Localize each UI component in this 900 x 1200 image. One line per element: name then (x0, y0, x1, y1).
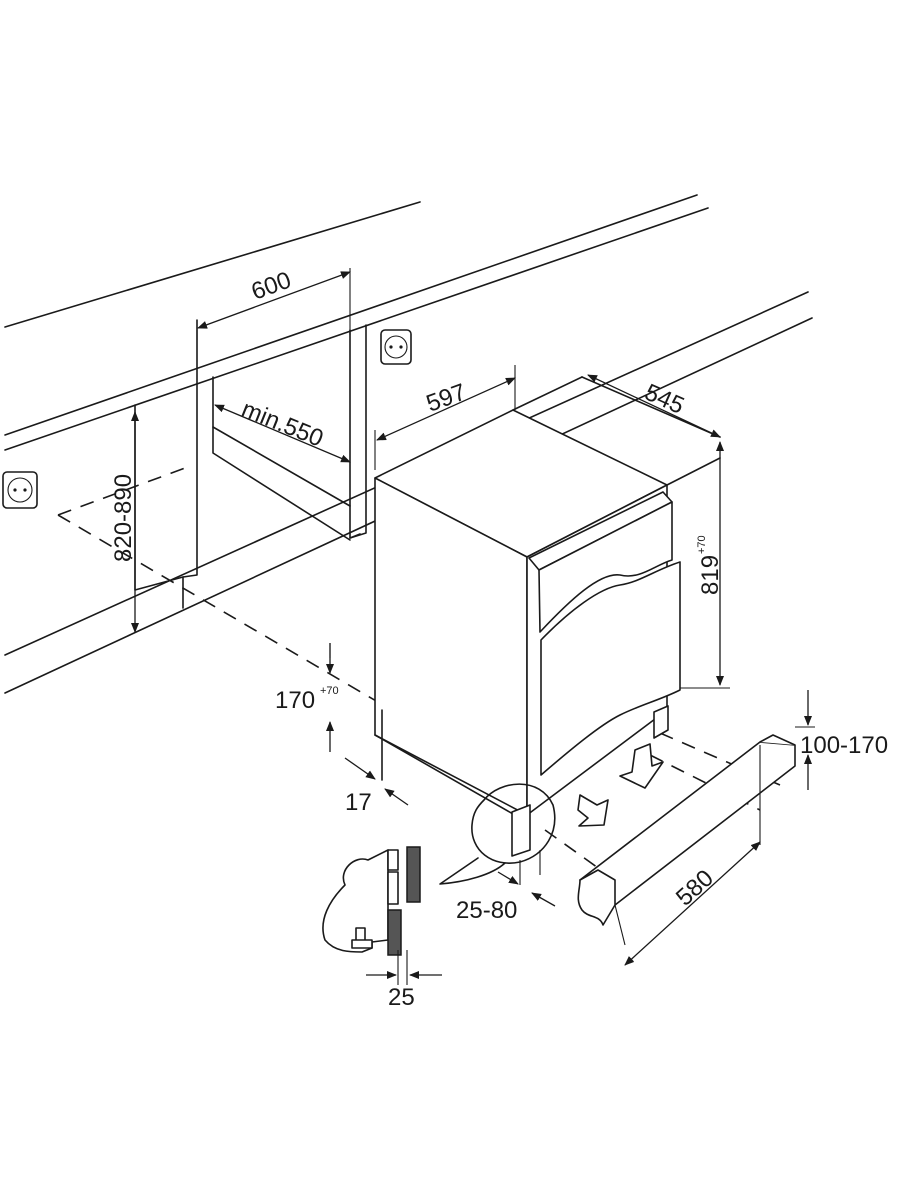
airflow-arrow-icon (619, 743, 664, 789)
label-appliance-height-tol: +70 (696, 535, 708, 554)
dim-line-545 (587, 374, 721, 438)
label-appliance-width: 597 (423, 379, 470, 418)
dim-line-580 (624, 841, 761, 966)
label-door-thickness: 25 (388, 984, 415, 1011)
dim-line-25-80 (497, 850, 556, 907)
label-plinth-length: 580 (671, 865, 719, 912)
label-cabinet-width: 600 (248, 267, 295, 306)
socket-icon (380, 329, 412, 365)
appliance-door (528, 491, 681, 776)
label-min-depth: min.550 (238, 396, 327, 453)
label-appliance-height: 819 (697, 555, 724, 595)
dim-line-17 (344, 757, 409, 806)
label-worktop-height: 820-890 (110, 474, 137, 562)
plinth (577, 734, 796, 946)
worktop (4, 194, 709, 451)
label-plinth-recess: 25-80 (456, 897, 517, 924)
dim-line-min550 (214, 404, 351, 463)
dim-line-819 (680, 441, 730, 689)
dim-line-100-170 (795, 690, 815, 790)
door-mount-detail (322, 846, 421, 985)
label-plinth-range: 100-170 (800, 732, 888, 759)
dim-line-600 (196, 268, 351, 340)
label-side-gap: 17 (345, 789, 372, 816)
dim-line-597 (374, 365, 516, 470)
label-plinth-height-tol: +70 (320, 685, 339, 697)
right-cabinet (349, 324, 367, 539)
socket-icon (2, 471, 38, 509)
label-plinth-height: 170 (275, 687, 315, 714)
label-appliance-depth: 545 (641, 379, 689, 420)
airflow-arrow-icon (577, 794, 609, 827)
niche-interior (212, 376, 351, 541)
